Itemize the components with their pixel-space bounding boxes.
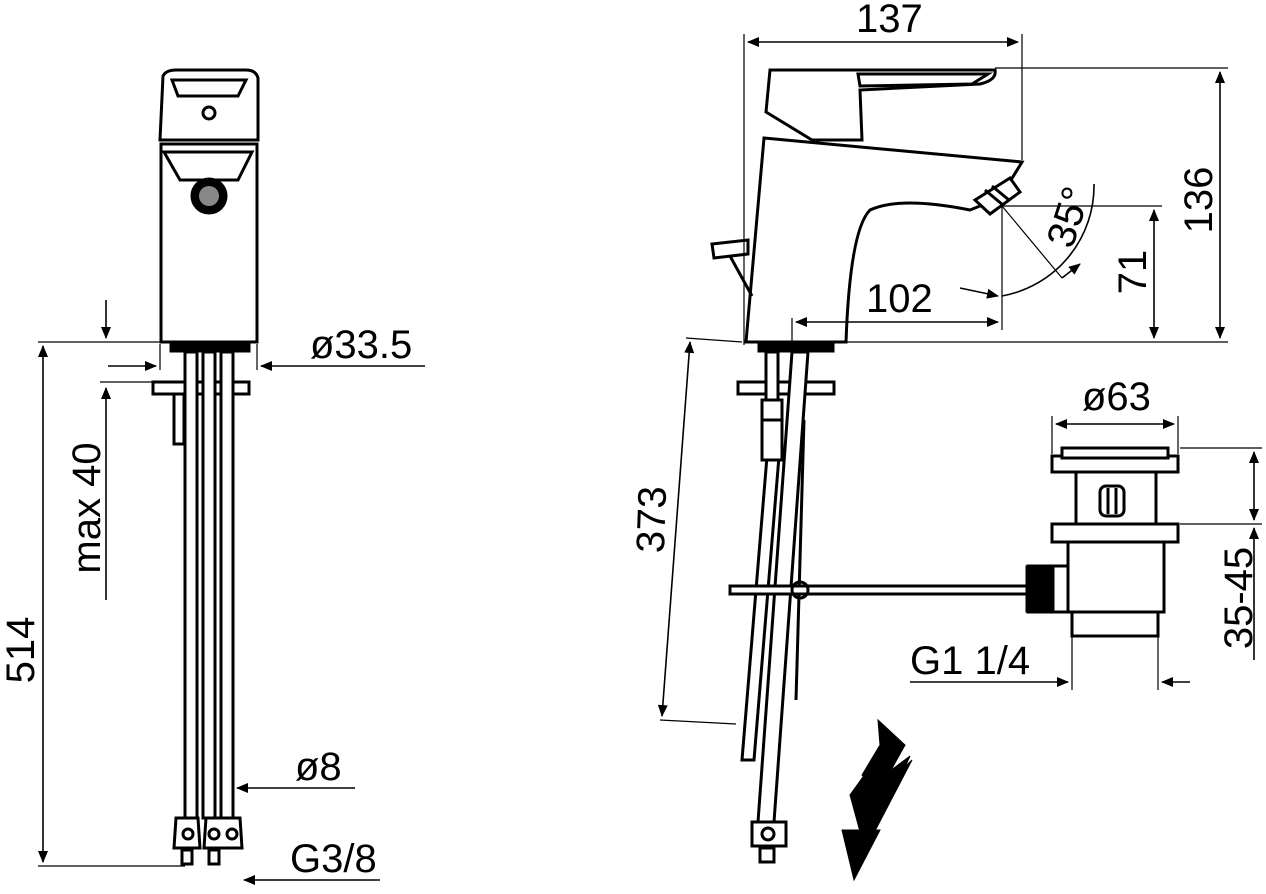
waste-valve: [1025, 446, 1180, 638]
front-dimensions: 514 max 40 ø33.5 ø8 G3/8: [0, 300, 425, 885]
side-view: [710, 68, 1032, 864]
spout-reach-label: 102: [866, 277, 933, 321]
max-deck-label: max 40: [65, 442, 109, 573]
connection-thread-label: G3/8: [290, 837, 377, 881]
hose-length-label: 373: [629, 485, 675, 553]
waste-diameter-label: ø63: [1082, 375, 1151, 419]
side-dimensions: 137 136 71 35° 102 373 ø63: [629, 0, 1262, 725]
overall-width-label: 137: [856, 0, 923, 41]
waste-thread-label: G1 1/4: [910, 639, 1030, 683]
waste-range-label: 35-45: [1217, 547, 1261, 649]
lightning-icon: [841, 718, 913, 882]
body-diameter-label: ø33.5: [310, 323, 412, 367]
hose-diameter-label: ø8: [295, 745, 342, 789]
overall-height-label: 136: [1177, 167, 1221, 234]
hose-total-length-label: 514: [0, 617, 43, 684]
spout-angle-label: 35°: [1039, 182, 1100, 253]
front-view: [151, 68, 260, 866]
spout-height-label: 71: [1111, 250, 1155, 295]
